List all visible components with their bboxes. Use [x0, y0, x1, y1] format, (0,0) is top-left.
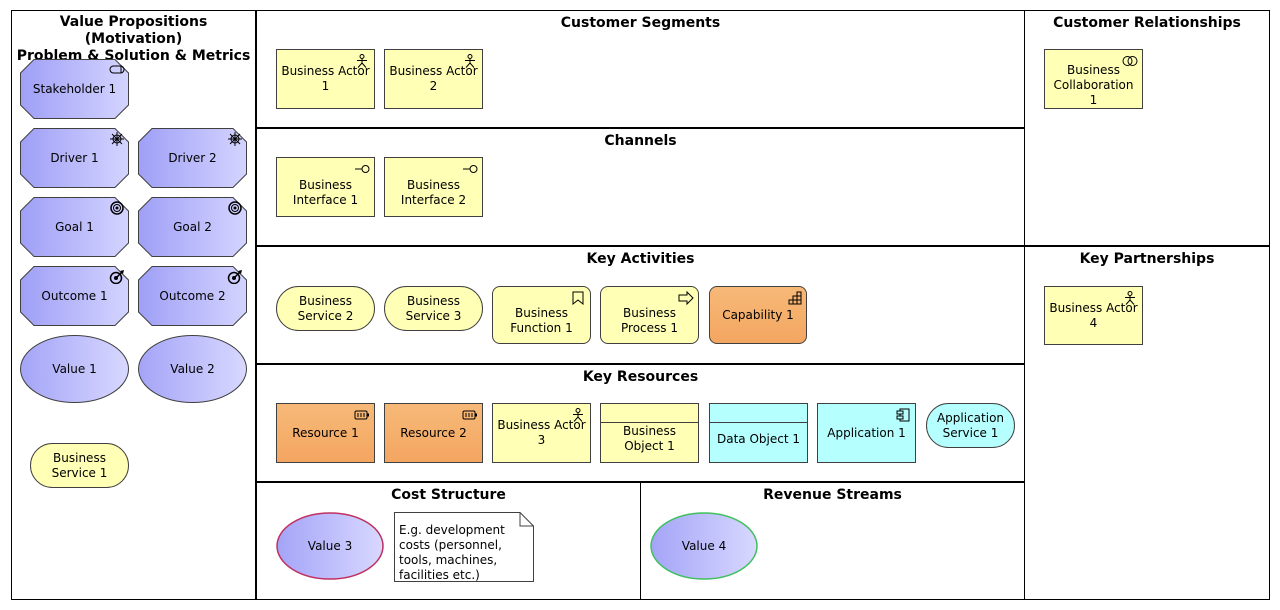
capability-icon — [786, 291, 802, 305]
value-4-label: Value 4 — [681, 538, 727, 553]
component-icon — [895, 408, 911, 422]
value-2[interactable]: Value 2 — [138, 335, 247, 403]
resource-2-label: Resource 2 — [400, 425, 467, 440]
outcome-1-label: Outcome 1 — [41, 288, 108, 303]
outcome-1[interactable]: Outcome 1 — [20, 266, 129, 326]
application-service-1-label: Application Service 1 — [936, 410, 1005, 440]
object-header-divider — [710, 422, 807, 423]
resource-1-label: Resource 1 — [292, 425, 359, 440]
value-2-label: Value 2 — [170, 361, 215, 376]
cost-note-text: E.g. development costs (personnel, tools… — [399, 523, 505, 582]
outcome-icon — [227, 270, 243, 284]
group-cost-structure-title: Cost Structure — [391, 487, 506, 503]
business-actor-1[interactable]: Business Actor 1 — [276, 49, 375, 109]
value-3[interactable]: Value 3 — [276, 512, 384, 580]
group-key-resources-title: Key Resources — [582, 369, 699, 385]
application-service-1[interactable]: Application Service 1 — [926, 403, 1015, 448]
business-service-3-label: Business Service 3 — [405, 293, 462, 323]
capability-1-label: Capability 1 — [722, 307, 794, 322]
business-actor-2-label: Business Actor 2 — [389, 64, 478, 93]
business-collaboration-1[interactable]: Business Collaboration 1 — [1044, 49, 1143, 109]
business-actor-3[interactable]: Business Actor 3 — [492, 403, 591, 463]
goal-2-label: Goal 2 — [173, 219, 212, 234]
stakeholder-icon — [109, 63, 125, 77]
goal-1[interactable]: Goal 1 — [20, 197, 129, 257]
application-1-label: Application 1 — [827, 425, 906, 440]
driver-2-label: Driver 2 — [168, 150, 217, 165]
business-interface-1[interactable]: Business Interface 1 — [276, 157, 375, 217]
group-channels-title: Channels — [604, 133, 677, 149]
driver-1[interactable]: Driver 1 — [20, 128, 129, 188]
business-actor-4-label: Business Actor 4 — [1049, 300, 1138, 330]
group-value-propositions-title: Value Propositions (Motivation) Problem … — [12, 14, 255, 65]
process-icon — [678, 291, 694, 305]
outcome-2-label: Outcome 2 — [159, 288, 226, 303]
interface-icon — [462, 162, 478, 176]
business-collaboration-1-label: Business Collaboration 1 — [1053, 62, 1134, 107]
goal-1-label: Goal 1 — [55, 219, 94, 234]
function-icon — [570, 291, 586, 305]
value-1[interactable]: Value 1 — [20, 335, 129, 403]
business-service-1-label: Business Service 1 — [51, 450, 108, 480]
business-actor-4[interactable]: Business Actor 4 — [1044, 286, 1143, 345]
capability-1[interactable]: Capability 1 — [709, 286, 807, 344]
outcome-2[interactable]: Outcome 2 — [138, 266, 247, 326]
resource-icon — [462, 408, 478, 422]
value-4[interactable]: Value 4 — [650, 512, 758, 580]
group-title-line-1: Value Propositions (Motivation) — [59, 14, 208, 47]
goal-icon — [227, 201, 243, 215]
business-service-2[interactable]: Business Service 2 — [276, 286, 375, 331]
interface-icon — [354, 162, 370, 176]
resource-1[interactable]: Resource 1 — [276, 403, 375, 463]
business-service-3[interactable]: Business Service 3 — [384, 286, 483, 331]
goal-2[interactable]: Goal 2 — [138, 197, 247, 257]
stakeholder-1-label: Stakeholder 1 — [32, 81, 117, 96]
business-actor-1-label: Business Actor 1 — [281, 64, 370, 93]
actor-icon — [1122, 291, 1138, 305]
business-actor-3-label: Business Actor 3 — [497, 418, 586, 447]
business-interface-2[interactable]: Business Interface 2 — [384, 157, 483, 217]
resource-2[interactable]: Resource 2 — [384, 403, 483, 463]
business-object-1-label: Business Object 1 — [623, 424, 676, 453]
group-key-activities-title: Key Activities — [586, 251, 695, 267]
value-1-label: Value 1 — [52, 361, 97, 376]
group-customer-segments-title: Customer Segments — [560, 15, 721, 31]
business-service-2-label: Business Service 2 — [297, 293, 354, 323]
object-header-divider — [601, 422, 698, 423]
business-interface-1-label: Business Interface 1 — [292, 178, 359, 207]
driver-icon — [227, 132, 243, 146]
value-3-label: Value 3 — [307, 538, 353, 553]
actor-icon — [570, 408, 586, 422]
business-object-1[interactable]: Business Object 1 — [600, 403, 699, 463]
business-process-1[interactable]: Business Process 1 — [600, 286, 699, 344]
business-interface-2-label: Business Interface 2 — [400, 178, 467, 207]
outcome-icon — [109, 270, 125, 284]
actor-icon — [354, 54, 370, 68]
driver-icon — [109, 132, 125, 146]
group-customer-relationships[interactable]: Customer Relationships — [1024, 10, 1270, 246]
group-customer-relationships-title: Customer Relationships — [1053, 15, 1241, 31]
group-revenue-streams-title: Revenue Streams — [763, 487, 902, 503]
application-1[interactable]: Application 1 — [817, 403, 916, 463]
collaboration-icon — [1122, 54, 1138, 68]
goal-icon — [109, 201, 125, 215]
data-object-1[interactable]: Data Object 1 — [709, 403, 808, 463]
business-actor-2[interactable]: Business Actor 2 — [384, 49, 483, 109]
business-function-1[interactable]: Business Function 1 — [492, 286, 591, 344]
data-object-1-label: Data Object 1 — [717, 431, 800, 446]
business-function-1-label: Business Function 1 — [510, 306, 573, 335]
business-process-1-label: Business Process 1 — [621, 306, 678, 335]
actor-icon — [462, 54, 478, 68]
driver-2[interactable]: Driver 2 — [138, 128, 247, 188]
cost-note[interactable]: E.g. development costs (personnel, tools… — [394, 512, 534, 582]
stakeholder-1[interactable]: Stakeholder 1 — [20, 59, 129, 119]
group-key-partnerships-title: Key Partnerships — [1079, 251, 1215, 267]
resource-icon — [354, 408, 370, 422]
driver-1-label: Driver 1 — [50, 150, 99, 165]
business-service-1[interactable]: Business Service 1 — [30, 443, 129, 488]
